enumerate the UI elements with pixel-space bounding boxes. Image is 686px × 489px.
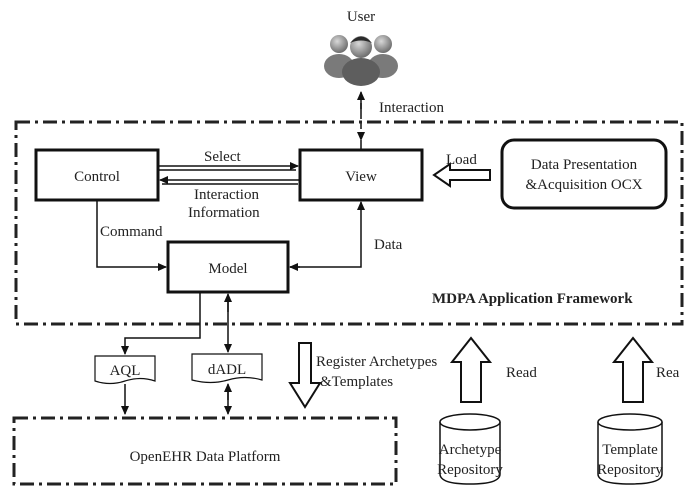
register-arrow bbox=[288, 342, 322, 409]
model-label: Model bbox=[208, 261, 247, 277]
dadl-label: dADL bbox=[208, 362, 246, 378]
register-label-line1: Register Archetypes bbox=[316, 354, 437, 370]
view-box bbox=[298, 148, 424, 202]
template-repository-cylinder bbox=[597, 413, 663, 485]
framework-boundary bbox=[14, 120, 684, 326]
framework-title: MDPA Application Framework bbox=[432, 291, 633, 307]
user-label: User bbox=[347, 9, 375, 25]
data-label: Data bbox=[374, 237, 403, 253]
model-box bbox=[166, 240, 290, 294]
template-repo-label-line1: Template bbox=[602, 442, 658, 458]
aql-document-icon bbox=[94, 355, 156, 385]
read-arrow-archetype bbox=[449, 336, 493, 403]
view-label: View bbox=[345, 169, 377, 185]
openehr-platform-box bbox=[12, 416, 398, 486]
aql-label: AQL bbox=[110, 363, 141, 379]
command-arrow bbox=[96, 200, 167, 271]
load-label: Load bbox=[446, 152, 477, 168]
archetype-repo-label-line1: Archetype bbox=[439, 442, 502, 458]
ocx-label-line2: &Acquisition OCX bbox=[525, 177, 642, 193]
read-label-archetype: Read bbox=[506, 365, 537, 381]
control-label: Control bbox=[74, 169, 120, 185]
model-to-aql-arrow bbox=[121, 292, 201, 355]
ocx-label-line1: Data Presentation bbox=[531, 157, 638, 173]
data-arrow-up bbox=[290, 201, 365, 268]
register-label-line2: &Templates bbox=[320, 374, 393, 390]
interaction-info-label-line2: Information bbox=[188, 205, 260, 221]
interaction-label: Interaction bbox=[379, 100, 444, 116]
interaction-info-label-line1: Interaction bbox=[194, 187, 259, 203]
read-arrow-template bbox=[611, 336, 655, 403]
read-label-template: Rea bbox=[656, 365, 680, 381]
template-repo-label-line2: Repository bbox=[597, 462, 663, 478]
archetype-repository-cylinder bbox=[439, 413, 501, 485]
platform-label: OpenEHR Data Platform bbox=[130, 449, 281, 465]
archetype-repo-label-line2: Repository bbox=[437, 462, 503, 478]
select-label: Select bbox=[204, 149, 241, 165]
dadl-document-icon bbox=[191, 353, 263, 384]
load-arrow bbox=[432, 162, 491, 188]
ocx-box bbox=[500, 138, 668, 210]
user-group-icon bbox=[324, 35, 398, 86]
command-label: Command bbox=[100, 224, 163, 240]
